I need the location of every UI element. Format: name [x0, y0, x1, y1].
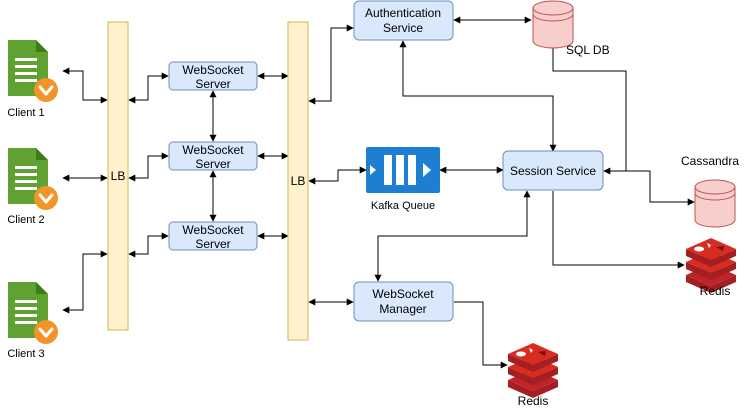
- load-balancer-left[interactable]: LB: [107, 21, 129, 331]
- redis-session-store[interactable]: Redis: [686, 238, 736, 298]
- websocket-manager[interactable]: WebSocket Manager: [353, 281, 454, 322]
- edge-lb-ws1: [128, 72, 169, 104]
- edge-session-wsmanager: [374, 190, 531, 282]
- client-label: Client 2: [7, 214, 44, 226]
- kafka-queue[interactable]: Kafka Queue: [366, 147, 440, 212]
- kafka-label: Kafka Queue: [371, 200, 435, 212]
- edge-lb-kafka: [308, 166, 367, 185]
- edge-lb-auth: [308, 24, 354, 105]
- redis-manager-store[interactable]: Redis: [508, 343, 558, 408]
- authentication-service[interactable]: Authentication Service: [353, 0, 454, 41]
- edge-session-redis: [552, 191, 685, 269]
- cassandra-label: Cassandra: [681, 154, 739, 168]
- edge-client1-lb: [62, 67, 108, 104]
- server-label-line1: WebSocket: [182, 63, 244, 77]
- client-2[interactable]: Client 2: [6, 146, 60, 226]
- lb-label: LB: [111, 169, 126, 183]
- auth-label-line2: Service: [383, 21, 423, 35]
- cylinder-database-icon: [694, 179, 736, 228]
- load-balancer-right[interactable]: LB: [287, 21, 309, 341]
- client-3[interactable]: Client 3: [6, 280, 60, 360]
- edge-lb-ws2: [128, 152, 169, 182]
- redis-icon: [508, 343, 558, 398]
- cylinder-database-icon: [532, 0, 574, 49]
- sql-db[interactable]: SQL DB: [532, 0, 610, 57]
- edge-lb-ws3: [128, 232, 169, 258]
- manager-label-line2: Manager: [379, 302, 426, 316]
- client-label: Client 1: [7, 107, 44, 119]
- client-1[interactable]: Client 1: [6, 38, 60, 119]
- kafka-queue-icon: [366, 147, 440, 193]
- edge-client3-lb: [62, 250, 108, 314]
- edge-wsmanager-redis: [454, 301, 508, 369]
- cassandra-db[interactable]: Cassandra: [681, 154, 739, 228]
- server-label-line1: WebSocket: [182, 223, 244, 237]
- session-service[interactable]: Session Service: [502, 150, 604, 191]
- redis-label: Redis: [518, 394, 549, 408]
- websocket-server-3[interactable]: WebSocket Server: [168, 221, 258, 251]
- sql-db-label: SQL DB: [566, 43, 610, 57]
- websocket-server-1[interactable]: WebSocket Server: [168, 61, 258, 91]
- document-icon: [6, 38, 60, 104]
- server-label-line2: Server: [195, 77, 230, 91]
- connections: [62, 16, 695, 369]
- document-icon: [6, 146, 60, 212]
- websocket-server-2[interactable]: WebSocket Server: [168, 141, 258, 171]
- server-label-line1: WebSocket: [182, 143, 244, 157]
- manager-label-line1: WebSocket: [372, 287, 434, 301]
- auth-label-line1: Authentication: [365, 6, 441, 20]
- edge-session-cassandra: [603, 167, 695, 206]
- session-label: Session Service: [510, 164, 596, 178]
- server-label-line2: Server: [195, 237, 230, 251]
- lb-label: LB: [291, 174, 306, 188]
- edge-session-sqldb: [549, 39, 627, 171]
- client-label: Client 3: [7, 348, 44, 360]
- edge-auth-session: [399, 40, 557, 152]
- server-label-line2: Server: [195, 157, 230, 171]
- document-icon: [6, 280, 60, 346]
- redis-label: Redis: [700, 284, 731, 298]
